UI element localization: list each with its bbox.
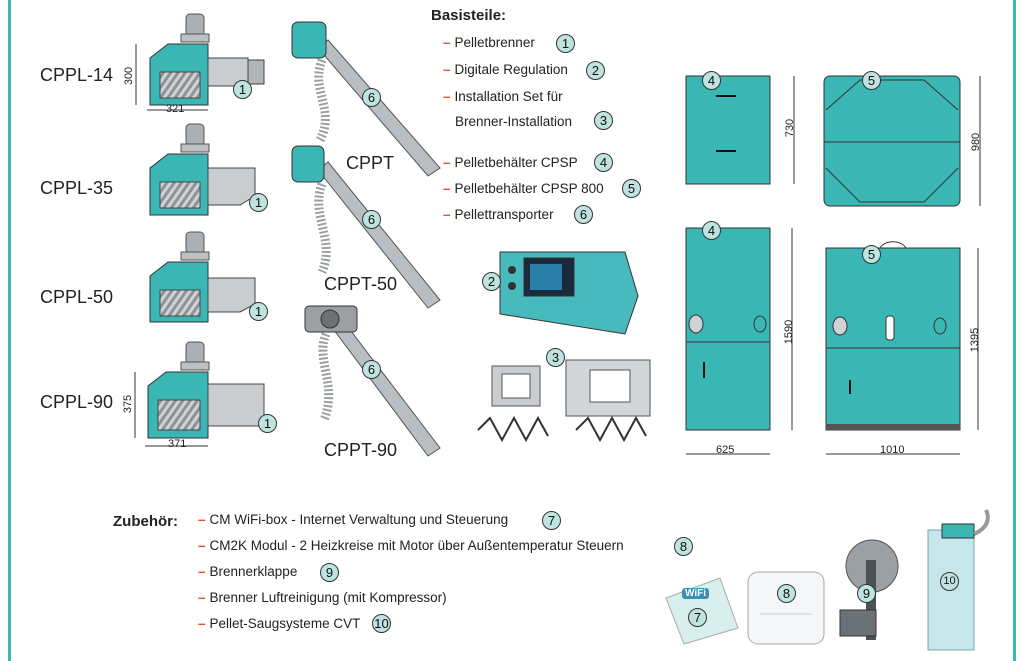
dash-icon: – — [443, 155, 451, 170]
accessory-item-3: –Brennerklappe — [198, 564, 297, 579]
container-large-side-height: 1590 — [783, 319, 796, 345]
burner-model-label-3: CPPL-50 — [40, 287, 114, 307]
container-large-side-width: 625 — [716, 444, 735, 456]
container-small-side-drawing — [685, 75, 795, 185]
transporter-cppt-50-drawing — [291, 145, 441, 309]
burner-1-height-dim: 300 — [123, 66, 136, 86]
container-large-front-height: 1395 — [969, 327, 982, 353]
accessory-item-label: CM2K Modul - 2 Heizkreise mit Motor über… — [209, 538, 624, 553]
dash-icon: – — [198, 538, 206, 553]
container-small-front-drawing — [823, 75, 981, 207]
accessory-item-2-badge: 8 — [674, 537, 693, 556]
burner-model-label-1: CPPL-14 — [40, 65, 114, 85]
transporter-cppt-90-drawing — [304, 305, 441, 457]
controller-badge: 2 — [482, 272, 501, 291]
basis-item-label: Pelletbehälter CPSP — [454, 155, 578, 170]
container-small-side-height: 730 — [784, 118, 797, 138]
burner-cppl-50-drawing — [149, 231, 256, 323]
accessory-item-3-badge: 9 — [320, 563, 339, 582]
container-large-front-width: 1010 — [880, 444, 905, 456]
basis-item-label: Brenner-Installation — [455, 114, 573, 129]
dash-icon: – — [443, 207, 451, 222]
transporter-3-badge: 6 — [362, 360, 381, 379]
basis-item-label: Digitale Regulation — [454, 62, 568, 77]
dash-icon: – — [198, 616, 206, 631]
basis-item-2-badge: 2 — [586, 61, 605, 80]
basis-item-label: Installation Set für — [454, 89, 563, 104]
basis-item-3: –Installation Set für — [443, 89, 563, 104]
accessory-image-9-badge: 9 — [857, 584, 876, 603]
container-small-front-badge: 5 — [862, 71, 881, 90]
basis-item-5: –Pelletbehälter CPSP — [443, 155, 578, 170]
basis-item-4: Brenner-Installation — [455, 114, 572, 129]
container-large-side-drawing — [685, 227, 793, 455]
burner-3-badge: 1 — [249, 302, 268, 321]
transporter-label-2: CPPT-50 — [324, 274, 398, 294]
accessory-item-5: –Pellet-Saugsysteme CVT — [198, 616, 360, 631]
accessory-item-label: Brennerklappe — [209, 564, 298, 579]
accessory-item-label: CM WiFi-box - Internet Verwaltung und St… — [209, 512, 509, 527]
accessory-item-label: Pellet-Saugsysteme CVT — [209, 616, 361, 631]
container-small-side-badge: 4 — [702, 71, 721, 90]
basis-item-1: –Pelletbrenner — [443, 35, 535, 50]
container-large-front-badge: 5 — [862, 245, 881, 264]
basis-item-7-badge: 6 — [574, 205, 593, 224]
cm2k-module-drawing — [747, 571, 825, 645]
dash-icon: – — [198, 512, 206, 527]
container-large-front-drawing — [825, 241, 979, 455]
burner-1-badge: 1 — [233, 80, 252, 99]
burner-model-label-4: CPPL-90 — [40, 392, 114, 412]
basis-title: Basisteile: — [431, 7, 507, 24]
transporter-2-badge: 6 — [362, 210, 381, 229]
dash-icon: – — [443, 181, 451, 196]
controller-drawing — [499, 251, 639, 335]
transporter-label-3: CPPT-90 — [324, 440, 398, 460]
burner-1-width-dim: 321 — [166, 103, 185, 115]
container-small-front-height: 980 — [970, 132, 983, 152]
basis-item-4-badge: 3 — [594, 111, 613, 130]
accessory-image-7-badge: 7 — [688, 608, 707, 627]
wifi-box-icon: WiFi — [682, 588, 710, 599]
basis-item-2: –Digitale Regulation — [443, 62, 568, 77]
accessory-item-label: Brenner Luftreinigung (mit Kompressor) — [209, 590, 447, 605]
basis-item-label: Pellettransporter — [454, 207, 554, 222]
dash-icon: – — [443, 62, 451, 77]
dash-icon: – — [198, 564, 206, 579]
basis-item-label: Pelletbrenner — [454, 35, 535, 50]
burner-4-height-dim: 375 — [122, 394, 135, 414]
left-border — [8, 0, 11, 661]
basis-item-1-badge: 1 — [556, 34, 575, 53]
burner-4-width-dim: 371 — [168, 438, 187, 450]
basis-item-6-badge: 5 — [622, 179, 641, 198]
accessory-image-10-badge: 10 — [940, 572, 959, 591]
dash-icon: – — [198, 590, 206, 605]
transporter-1-badge: 6 — [362, 88, 381, 107]
accessory-item-2: –CM2K Modul - 2 Heizkreise mit Motor übe… — [198, 538, 624, 553]
container-large-side-badge: 4 — [702, 221, 721, 240]
basis-item-5-badge: 4 — [594, 153, 613, 172]
burner-model-label-2: CPPL-35 — [40, 178, 114, 198]
accessory-item-4: –Brenner Luftreinigung (mit Kompressor) — [198, 590, 447, 605]
burner-cppl-90-drawing — [134, 341, 265, 447]
dash-icon: – — [443, 89, 451, 104]
basis-item-label: Pelletbehälter CPSP 800 — [454, 181, 604, 196]
transporter-cppt-drawing — [291, 21, 441, 177]
right-border — [1013, 0, 1016, 661]
accessory-item-5-badge: 10 — [372, 614, 391, 633]
basis-item-6: –Pelletbehälter CPSP 800 — [443, 181, 604, 196]
burner-2-badge: 1 — [249, 193, 268, 212]
burner-4-badge: 1 — [258, 414, 277, 433]
transporter-label-1: CPPT — [346, 153, 395, 173]
basis-item-7: –Pellettransporter — [443, 207, 554, 222]
installation-set-drawing — [477, 359, 651, 443]
accessory-item-1-badge: 7 — [542, 511, 561, 530]
accessory-image-8-badge: 8 — [777, 584, 796, 603]
burner-cppl-35-drawing — [149, 123, 256, 216]
install-set-badge: 3 — [546, 348, 565, 367]
accessory-item-1: –CM WiFi-box - Internet Verwaltung und S… — [198, 512, 508, 527]
accessories-title: Zubehör: — [113, 513, 178, 530]
dash-icon: – — [443, 35, 451, 50]
